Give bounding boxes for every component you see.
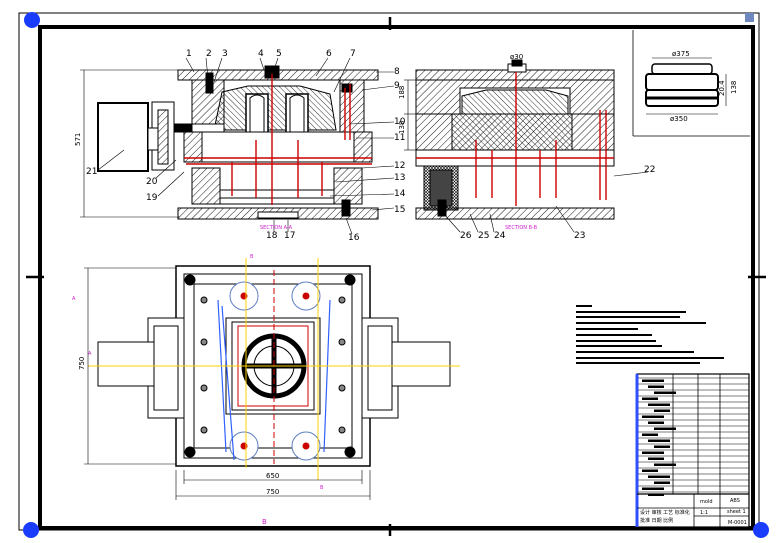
view-marker-a-left: A bbox=[88, 351, 92, 357]
part-number-13: 13 bbox=[394, 173, 405, 183]
dim-height-left-label: 571 bbox=[74, 133, 82, 146]
title-block-row-text bbox=[642, 451, 664, 454]
section-a-label: SECTION A-A bbox=[260, 225, 293, 231]
dim-plan-width: 750 bbox=[266, 488, 279, 496]
title-block-row-text bbox=[648, 403, 670, 406]
part-number-1: 1 bbox=[186, 49, 192, 59]
title-block-row-text bbox=[642, 433, 658, 436]
dim-v2-top: 188 bbox=[398, 86, 406, 99]
dim-small-bottom: ø350 bbox=[670, 115, 688, 123]
dim-small-top: ø375 bbox=[672, 50, 690, 58]
small-part-view bbox=[645, 57, 727, 115]
part-number-25: 25 bbox=[478, 231, 489, 241]
plan-dims bbox=[84, 267, 371, 500]
part-number-23: 23 bbox=[574, 231, 585, 241]
part-number-24: 24 bbox=[494, 231, 506, 241]
part-number-15: 15 bbox=[394, 205, 405, 215]
part-number-26: 26 bbox=[460, 231, 472, 241]
title-block-row-text bbox=[642, 415, 664, 418]
title-block-row-text bbox=[642, 379, 664, 382]
part-number-4: 4 bbox=[258, 49, 264, 59]
plan-axis bbox=[88, 258, 460, 480]
title-left-notes2: 批准 日期 比例 bbox=[640, 517, 673, 524]
dim-v2-mid: 138 bbox=[398, 121, 406, 134]
part-number-10: 10 bbox=[394, 117, 406, 127]
title-block-rows bbox=[638, 377, 749, 496]
title-block-row-text bbox=[642, 487, 664, 490]
part-number-21: 21 bbox=[86, 167, 97, 177]
part-number-7: 7 bbox=[350, 49, 356, 59]
part-number-16: 16 bbox=[348, 233, 360, 243]
centering-marks bbox=[26, 17, 766, 536]
title-block-row-text bbox=[654, 409, 670, 412]
view-marker-side: A bbox=[72, 296, 76, 302]
dim-height-left bbox=[80, 69, 180, 218]
dim-plan-inner-width: 650 bbox=[266, 472, 279, 480]
section-b-view bbox=[415, 59, 615, 220]
leaders-a bbox=[97, 57, 395, 235]
part-number-18: 18 bbox=[266, 231, 278, 241]
title-block-row-text bbox=[648, 421, 664, 424]
title-block-row-text bbox=[654, 481, 670, 484]
title-block-row-text bbox=[654, 445, 670, 448]
view-marker-b-bottom: B bbox=[320, 485, 324, 491]
corner-marker-top-left bbox=[24, 12, 40, 28]
view-marker-b-top: B bbox=[250, 254, 254, 260]
part-number-14: 14 bbox=[394, 189, 406, 199]
part-number-17: 17 bbox=[284, 231, 295, 241]
title-block-row-text bbox=[654, 391, 676, 394]
title-scale: 1:1 bbox=[700, 510, 708, 516]
dim-plan-height: 750 bbox=[78, 357, 86, 370]
title-block-row-text bbox=[642, 469, 658, 472]
title-block-row-text bbox=[648, 439, 670, 442]
part-number-2: 2 bbox=[206, 49, 212, 59]
technical-notes bbox=[576, 305, 724, 364]
title-block-row-text bbox=[648, 475, 670, 478]
title-name: mold bbox=[700, 499, 713, 505]
title-material: ABS bbox=[730, 498, 740, 504]
title-code: M-0001 bbox=[728, 520, 747, 526]
title-block-row-text bbox=[648, 385, 664, 388]
title-block-row-text bbox=[654, 427, 676, 430]
title-block-row-text bbox=[648, 493, 664, 496]
section-b-pins bbox=[416, 72, 614, 206]
part-number-19: 19 bbox=[146, 193, 158, 203]
dim-v2-small: ø30 bbox=[510, 53, 523, 61]
part-number-9: 9 bbox=[394, 81, 400, 91]
part-number-20: 20 bbox=[146, 177, 158, 187]
part-number-3: 3 bbox=[222, 49, 228, 59]
part-number-11: 11 bbox=[394, 133, 405, 143]
part-number-6: 6 bbox=[326, 49, 332, 59]
title-block bbox=[635, 373, 750, 528]
title-left-notes: 设计 审核 工艺 标准化 bbox=[640, 509, 690, 516]
view-marker-b-sheet: B bbox=[262, 518, 267, 526]
corner-marker-bottom-left bbox=[23, 522, 39, 538]
title-block-row-text bbox=[654, 463, 676, 466]
section-a-pins bbox=[184, 74, 372, 205]
dim-small-right: 138 bbox=[730, 81, 738, 94]
title-block-row-text bbox=[648, 457, 664, 460]
dim-b bbox=[404, 79, 649, 233]
part-number-22: 22 bbox=[644, 165, 655, 175]
part-number-8: 8 bbox=[394, 67, 400, 77]
section-b-label: SECTION B-B bbox=[505, 225, 538, 231]
part-number-12: 12 bbox=[394, 161, 405, 171]
plan-red-lines bbox=[237, 270, 310, 464]
corner-marker-bottom-right bbox=[753, 522, 769, 538]
dim-small-mid: 20.4 bbox=[718, 80, 726, 96]
corner-marker-top-right bbox=[745, 13, 754, 22]
title-sheet: sheet 1 bbox=[727, 509, 746, 515]
part-number-5: 5 bbox=[276, 49, 282, 59]
plan-bolts bbox=[217, 299, 331, 461]
title-block-row-text bbox=[642, 397, 658, 400]
